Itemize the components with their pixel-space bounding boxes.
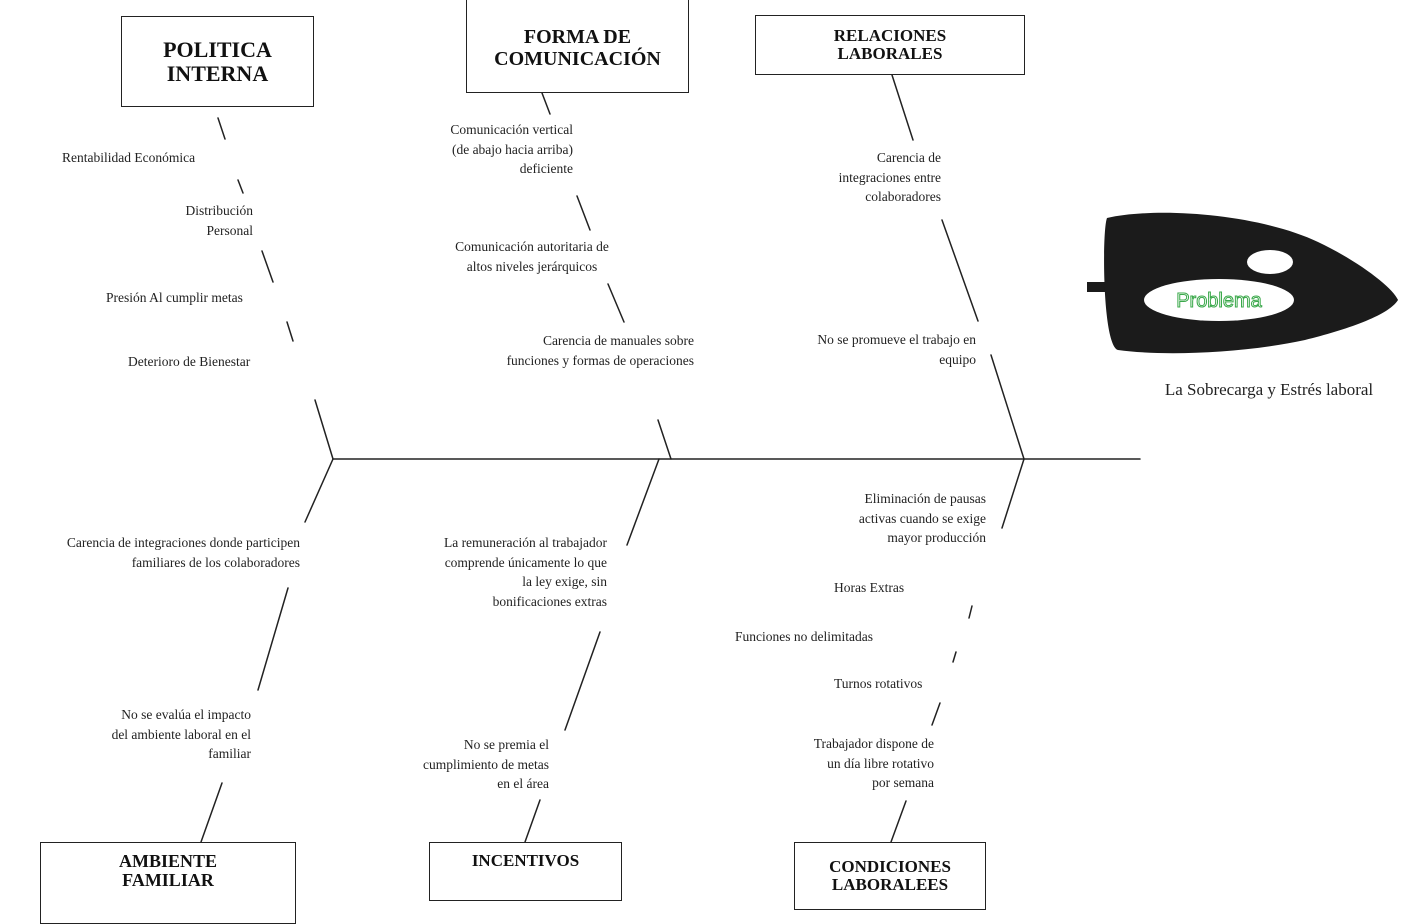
cause-horas-extras: Horas Extras bbox=[834, 580, 905, 595]
bone-ambiente-familiar bbox=[200, 458, 334, 843]
cause-funciones-no-delimitadas: Funciones no delimitadas bbox=[735, 629, 873, 644]
category-ambiente-familiar: AMBIENTE FAMILIAR bbox=[40, 842, 296, 924]
cause-presion-metas: Presión Al cumplir metas bbox=[106, 290, 243, 305]
category-forma-comunicacion: FORMA DE COMUNICACIÓN bbox=[466, 0, 689, 93]
bone-politica-interna bbox=[217, 117, 334, 460]
category-condiciones-laborales: CONDICIONES LABORALEES bbox=[794, 842, 986, 910]
cause-integraciones-familiares: Carencia de integraciones donde particip… bbox=[66, 535, 300, 570]
cause-turnos-rotativos: Turnos rotativos bbox=[834, 676, 923, 691]
cause-pausas-activas: Eliminación de pausas activas cuando se … bbox=[858, 491, 986, 546]
cause-comunicacion-autoritaria: Comunicación autoritaria de altos nivele… bbox=[455, 239, 609, 274]
problem-badge bbox=[1144, 279, 1294, 321]
cause-distribucion: Distribución Personal bbox=[185, 203, 254, 238]
cause-remuneracion: La remuneración al trabajador comprende … bbox=[443, 535, 607, 609]
category-politica-interna: POLITICA INTERNA bbox=[121, 16, 314, 107]
category-relaciones-laborales: RELACIONES LABORALES bbox=[755, 15, 1025, 75]
bone-incentivos bbox=[524, 458, 660, 843]
cause-premio-metas: No se premia el cumplimiento de metas en… bbox=[423, 737, 549, 792]
cause-impacto-ambiente-laboral: No se evalúa el impacto del ambiente lab… bbox=[111, 707, 251, 762]
cause-rentabilidad: Rentabilidad Económica bbox=[62, 150, 196, 165]
bone-relaciones-laborales bbox=[891, 74, 1025, 460]
problem-badge-label: Problema bbox=[1176, 290, 1262, 312]
cause-trabajo-equipo: No se promueve el trabajo en equipo bbox=[817, 332, 976, 367]
cause-carencia-manuales: Carencia de manuales sobre funciones y f… bbox=[506, 333, 694, 368]
cause-comunicacion-vertical: Comunicación vertical (de abajo hacia ar… bbox=[450, 122, 573, 177]
fish-eye bbox=[1247, 250, 1293, 274]
problem-label: La Sobrecarga y Estrés laboral bbox=[1164, 380, 1374, 399]
fish-head: Problema bbox=[1087, 212, 1398, 354]
cause-dia-libre-rotativo: Trabajador dispone de un día libre rotat… bbox=[813, 736, 934, 791]
bone-forma-comunicacion bbox=[541, 92, 672, 460]
category-incentivos: INCENTIVOS bbox=[429, 842, 622, 901]
cause-deterioro-bienestar: Deterioro de Bienestar bbox=[128, 354, 251, 369]
cause-carencia-integraciones-colaboradores: Carencia de integraciones entre colabora… bbox=[838, 150, 941, 205]
bone-condiciones-laborales bbox=[890, 458, 1025, 843]
